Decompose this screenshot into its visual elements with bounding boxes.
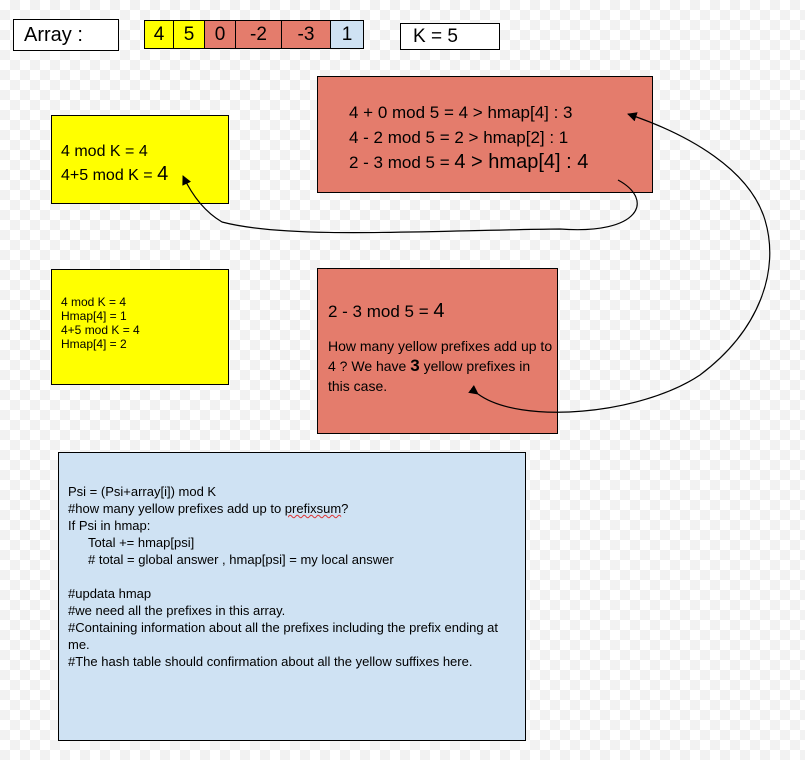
- array-cell-3: -2: [235, 20, 282, 49]
- yellow-top-line-1: 4 mod K = 4: [61, 143, 148, 160]
- k-label: K = 5: [400, 23, 500, 50]
- code-line-2-prefix: #how many yellow prefixes add up to: [68, 501, 285, 516]
- yellow-hmap-box-bottom: 4 mod K = 4 Hmap[4] = 1 4+5 mod K = 4 Hm…: [51, 269, 229, 385]
- red-bottom-heading: 2 - 3 mod 5 = 4: [328, 299, 557, 324]
- array-cell-1: 5: [173, 20, 205, 49]
- array-cell-4: -3: [281, 20, 331, 49]
- array-label: Array :: [13, 19, 119, 51]
- code-line-7: #we need all the prefixes in this array.: [68, 603, 286, 618]
- arrow-red-top-to-yellow-top: [182, 175, 638, 234]
- yellow-top-line-2-value: 4: [157, 163, 169, 185]
- code-line-1: Psi = (Psi+array[i]) mod K: [68, 484, 217, 499]
- code-line-6: #updata hmap: [68, 586, 152, 601]
- yellow-bottom-line-4: Hmap[4] = 2: [61, 337, 127, 351]
- yellow-top-line-2-prefix: 4+5 mod K =: [61, 167, 158, 184]
- code-line-2-suffix: ?: [341, 501, 349, 516]
- yellow-bottom-line-3: 4+5 mod K = 4: [61, 323, 140, 337]
- code-line-2-misspelled-word: prefixsum: [284, 501, 342, 516]
- yellow-prefix-box-top: 4 mod K = 4 4+5 mod K = 4: [51, 115, 229, 204]
- red-bottom-heading-value: 4: [433, 300, 445, 322]
- code-line-4: Total += hmap[psi]: [88, 535, 195, 550]
- array-cell-5: 1: [330, 20, 364, 49]
- code-explanation-box: Psi = (Psi+array[i]) mod K #how many yel…: [58, 452, 526, 741]
- red-bottom-question-bold: 3: [410, 356, 420, 375]
- array-cell-0: 4: [144, 20, 174, 49]
- red-bottom-heading-prefix: 2 - 3 mod 5 =: [328, 302, 434, 321]
- yellow-top-line-2: 4+5 mod K = 4: [61, 163, 228, 187]
- code-line-8: #Containing information about all the pr…: [68, 620, 498, 652]
- yellow-bottom-line-2: Hmap[4] = 1: [61, 309, 127, 323]
- code-line-5: # total = global answer , hmap[psi] = my…: [88, 552, 394, 567]
- arrow-red-bottom-to-red-top: [468, 112, 771, 413]
- code-line-2: #how many yellow prefixes add up to pref…: [68, 500, 525, 517]
- yellow-bottom-line-1: 4 mod K = 4: [61, 295, 127, 309]
- code-line-9: #The hash table should confirmation abou…: [68, 654, 473, 669]
- red-top-line-3-prefix: 2 - 3 mod 5 =: [349, 153, 455, 172]
- array-cell-2: 0: [204, 20, 236, 49]
- code-line-3: If Psi in hmap:: [68, 518, 151, 533]
